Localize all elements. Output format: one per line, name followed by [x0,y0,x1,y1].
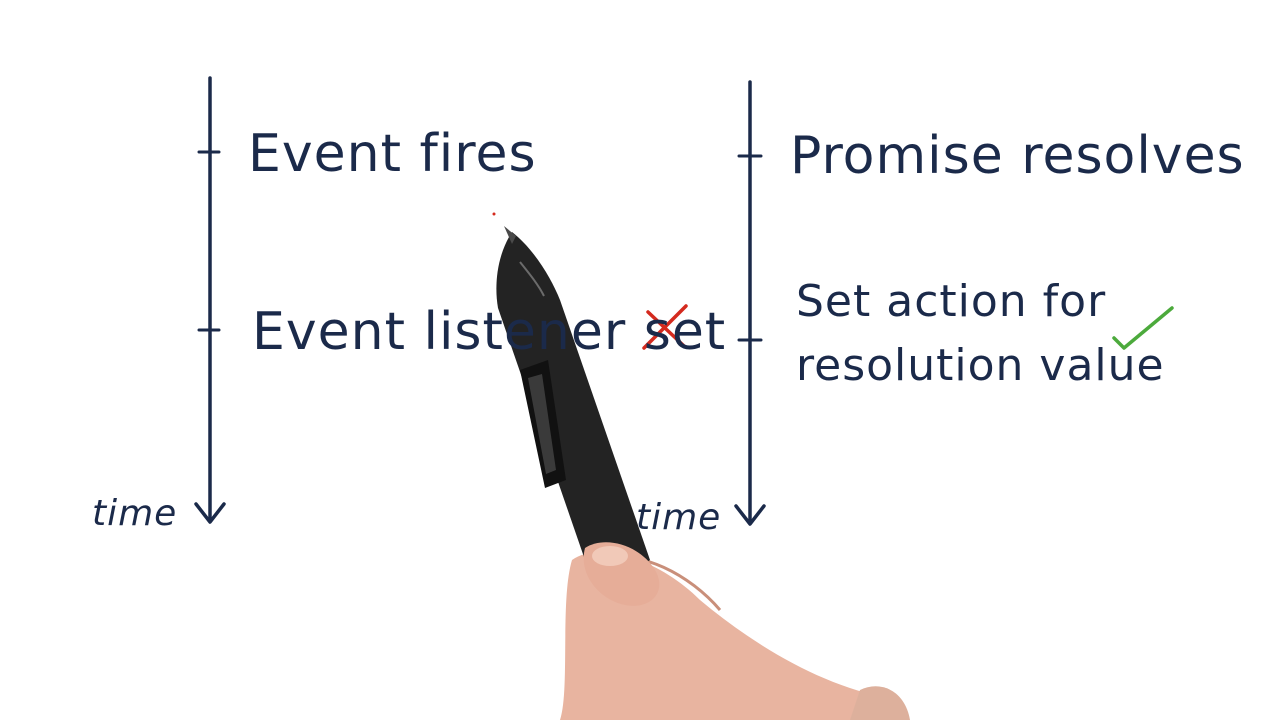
right-promise-resolves-label: Promise resolves [790,126,1245,186]
left-timeline-axis [194,76,226,524]
right-set-action-label: Set action for [796,276,1107,327]
left-event-fires-label: Event fires [248,124,537,184]
right-timeline-axis [734,80,766,526]
x-mark-icon [642,304,688,350]
left-event-listener-set-label: Event listener set [252,302,727,362]
stylus-pen-image [492,212,910,720]
check-mark-icon [1112,306,1174,350]
left-time-axis-label: time [92,493,178,534]
right-resolution-value-label: resolution value [796,340,1165,391]
right-time-axis-label: time [636,497,722,538]
